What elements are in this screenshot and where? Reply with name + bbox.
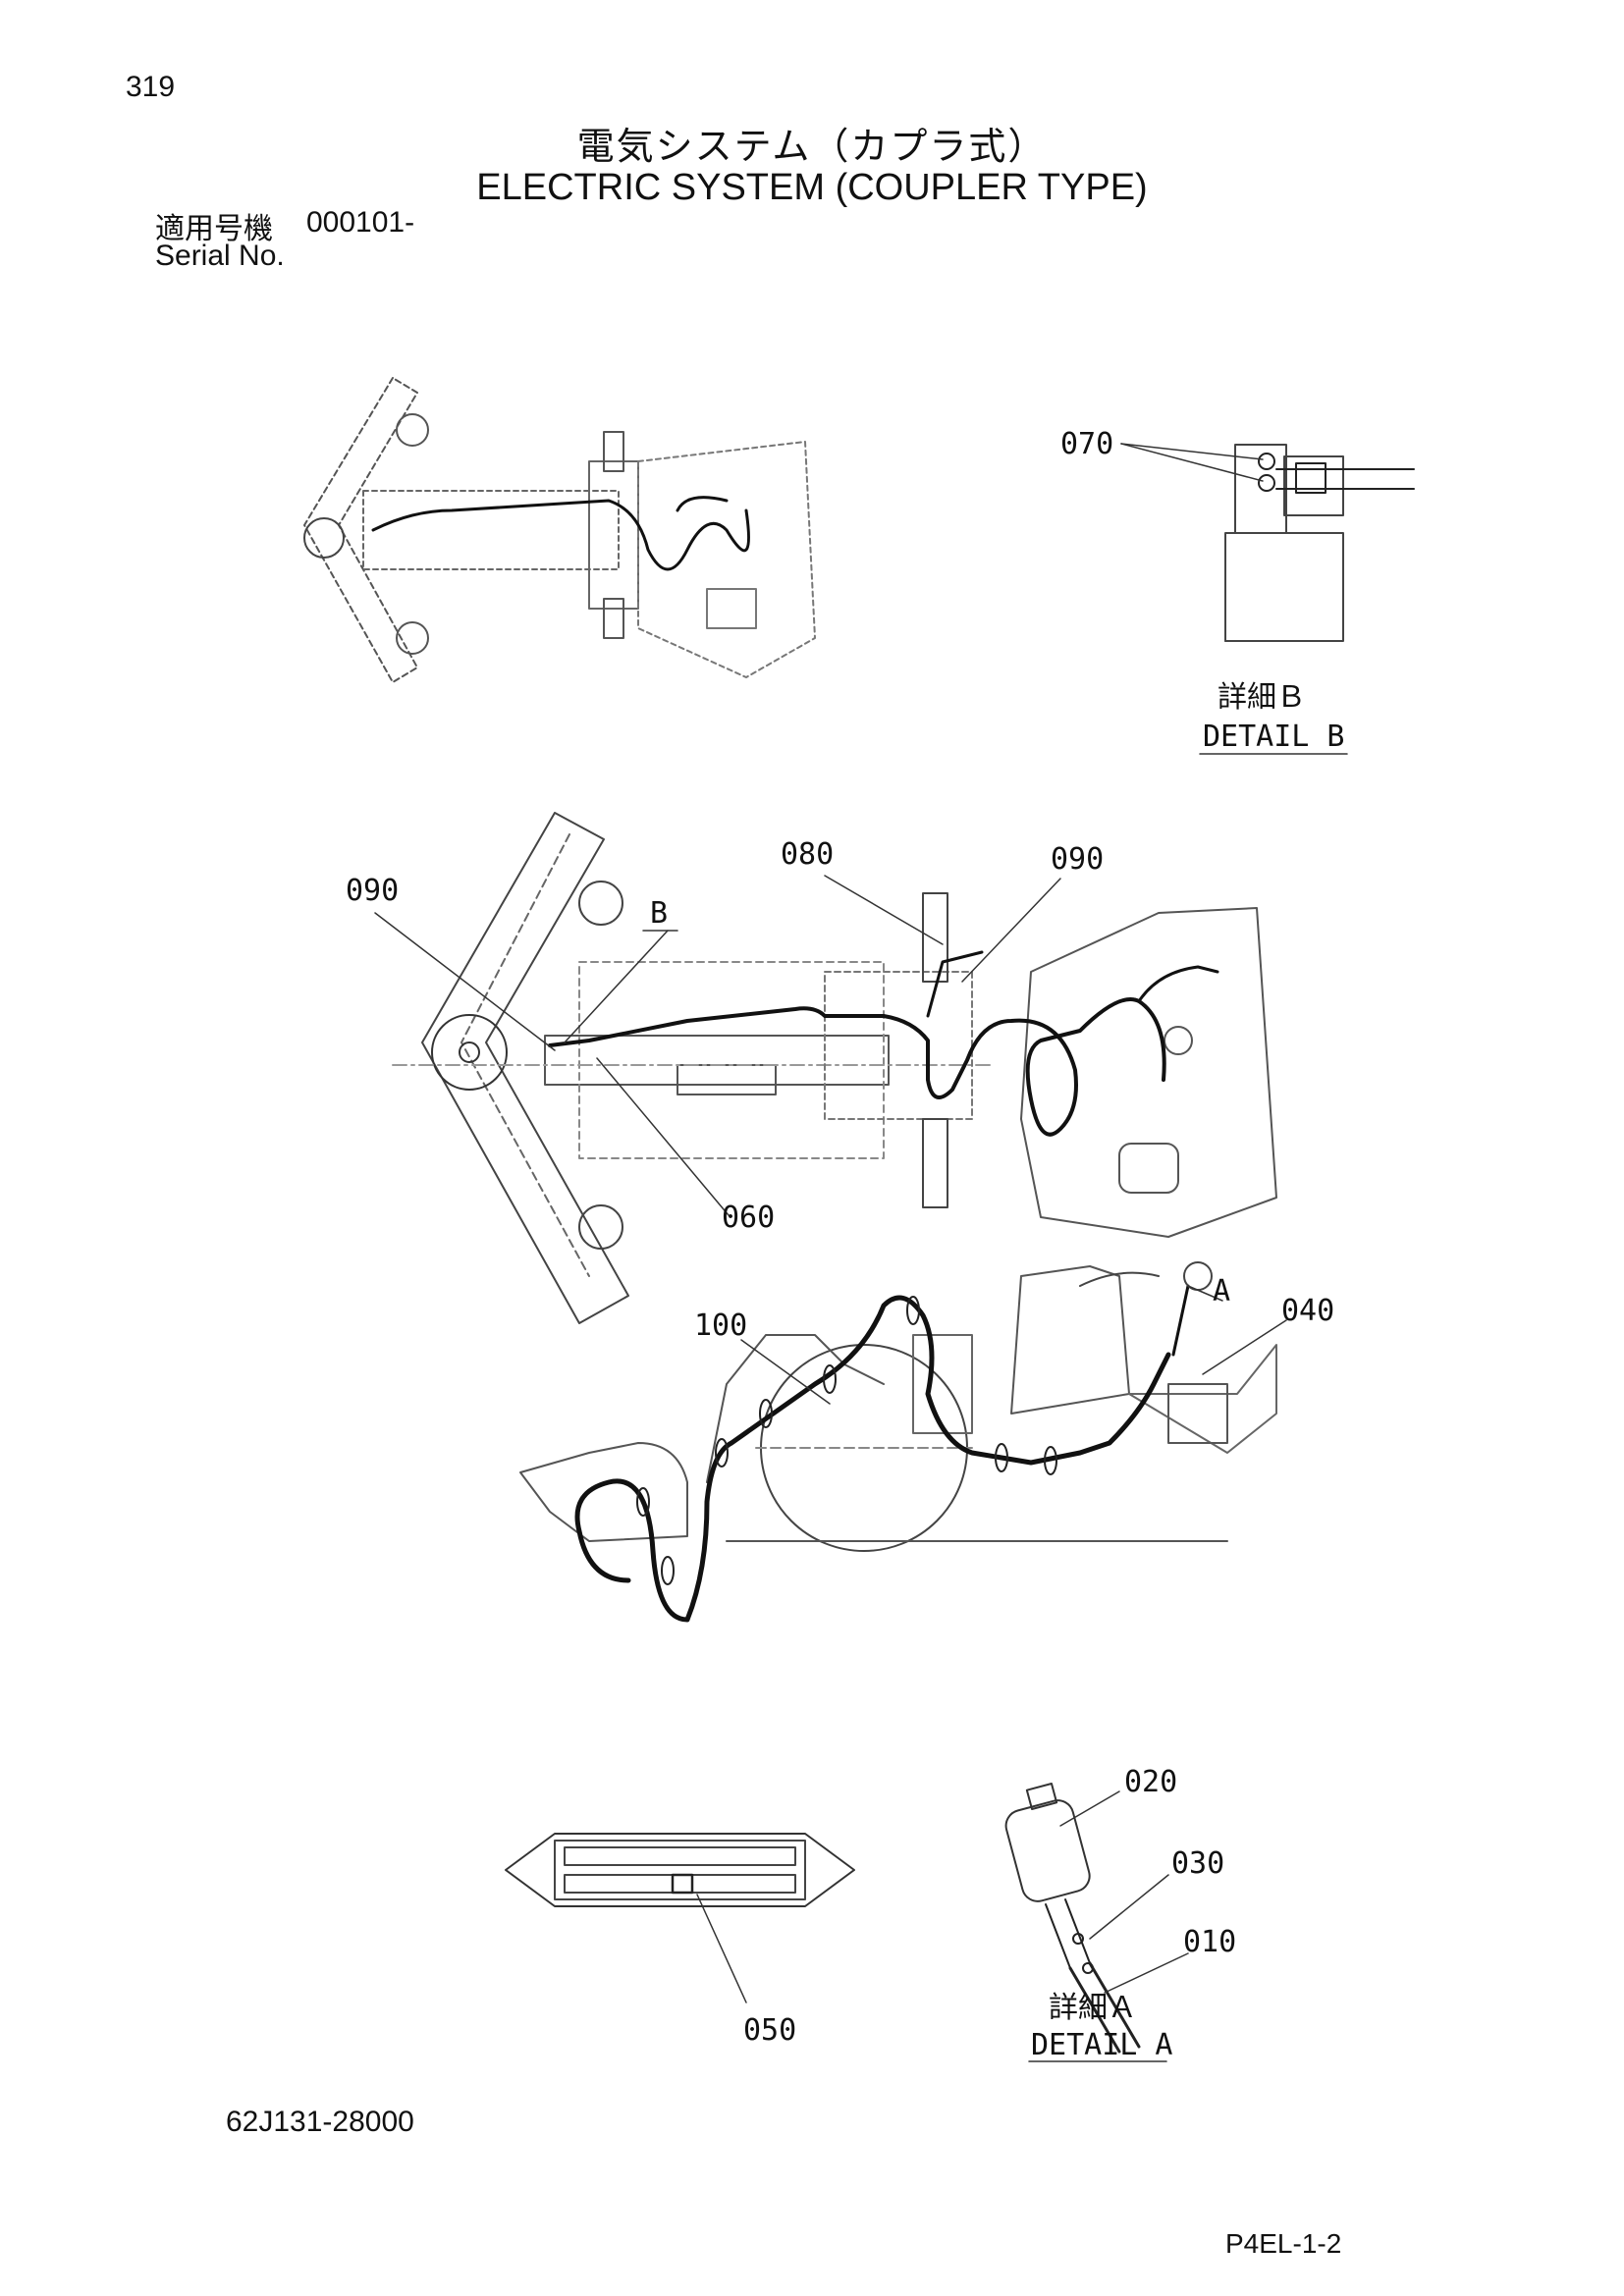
page-number: 319: [126, 71, 176, 103]
overview-plan-view: [303, 377, 816, 683]
page-title-japanese: 電気システム（カプラ式）: [576, 125, 1048, 168]
callout-010: 010: [1183, 1925, 1236, 1959]
fuse-box-drawing: [505, 1833, 855, 2003]
view-a-marker: A: [1213, 1274, 1230, 1308]
callout-020: 020: [1124, 1765, 1177, 1799]
callout-080: 080: [781, 837, 834, 872]
callout-090-right: 090: [1051, 842, 1104, 877]
detail-b-caption-jp: 詳細Ｂ: [1218, 680, 1306, 715]
callout-050: 050: [743, 2013, 796, 2048]
callout-060: 060: [722, 1201, 775, 1235]
callout-070: 070: [1060, 427, 1113, 461]
page-reference: P4EL-1-2: [1225, 2228, 1342, 2259]
callout-100: 100: [694, 1308, 747, 1343]
serial-label-japanese: 適用号機: [155, 212, 273, 246]
detail-a-caption-en: DETAIL A: [1031, 2028, 1173, 2062]
detail-a-drawing: [1004, 1782, 1189, 2062]
detail-a-caption-jp: 詳細Ａ: [1049, 1991, 1137, 2025]
detail-b-drawing: [1120, 443, 1415, 755]
detail-b-caption-en: DETAIL B: [1203, 720, 1345, 754]
callout-090-left: 090: [346, 874, 399, 908]
page-title-english: ELECTRIC SYSTEM (COUPLER TYPE): [476, 167, 1148, 208]
serial-number-value: 000101-: [306, 206, 415, 239]
view-b-marker: B: [650, 896, 668, 931]
drawing-number: 62J131-28000: [226, 2106, 414, 2138]
callout-030: 030: [1171, 1846, 1224, 1881]
callout-040: 040: [1281, 1294, 1334, 1328]
side-elevation-view: [519, 1261, 1287, 1623]
main-plan-view: [374, 812, 1277, 1324]
serial-label-english: Serial No.: [155, 240, 285, 272]
